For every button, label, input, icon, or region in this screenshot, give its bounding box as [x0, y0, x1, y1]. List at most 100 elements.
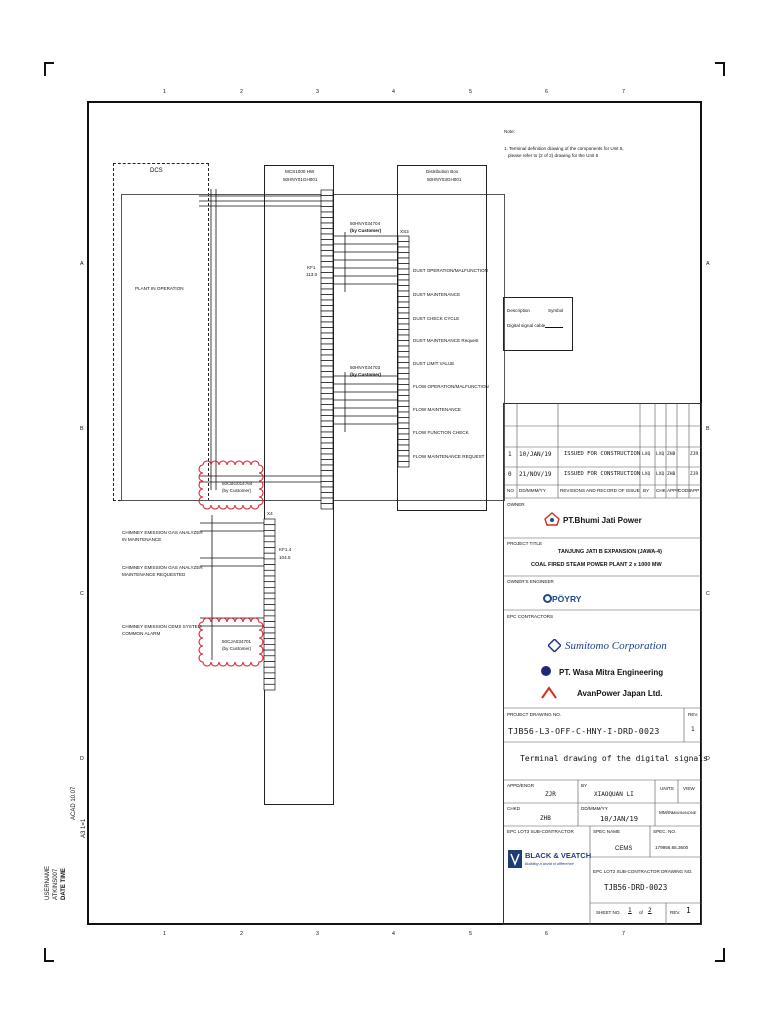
- rev-date: 21/NOV/19: [519, 471, 552, 478]
- mcs-kf1-label1: KF1: [307, 265, 316, 270]
- legend-description: Description: [507, 308, 530, 313]
- revision-cloud: [198, 617, 264, 667]
- grid-col-3: 3: [316, 89, 319, 95]
- mcs-title2: 50HNY01GH001: [283, 177, 318, 182]
- poyry-logo-icon: [543, 594, 552, 603]
- rev-col-no: NO: [507, 488, 514, 493]
- rev-chk: LXQ: [656, 452, 665, 457]
- cable-note-3: (by Customer): [222, 488, 252, 493]
- grid-col-3: 3: [316, 931, 319, 937]
- cable-note-1: (by Customer): [350, 228, 382, 233]
- note-line2: please refer to (2 of 2) drawing for the…: [508, 153, 599, 158]
- grid-col-1: 1: [163, 89, 166, 95]
- grid-row-b: B: [80, 426, 84, 432]
- drawing-title: Terminal drawing of the digital signals: [520, 754, 708, 763]
- legend-cable-symbol: [545, 327, 563, 328]
- sheet-total: 2: [648, 907, 652, 914]
- epc-wasa: PT. Wasa Mitra Engineering: [559, 668, 664, 677]
- x4-terminal: [263, 683, 276, 691]
- xs3-terminal: [397, 461, 410, 468]
- x4-kf-label2: 104.5: [279, 555, 291, 560]
- rev-by: LXQ: [642, 472, 651, 477]
- rev-appr: ZHB: [667, 452, 676, 457]
- cable-note-2: (by Customer): [350, 372, 382, 377]
- xs3-label: XS3: [400, 229, 409, 234]
- rev-value: 1: [691, 726, 695, 733]
- grid-col-2: 2: [240, 89, 243, 95]
- owner-logo-icon: [544, 512, 560, 526]
- crop-mark-top-left: [44, 62, 54, 76]
- grid-row-a: A: [80, 261, 84, 267]
- x4-signal2-line2: MAINTENANCE REQUESTED: [122, 572, 186, 577]
- grid-col-1: 1: [163, 931, 166, 937]
- epc-sumitomo: Sumitomo Corporation: [565, 640, 667, 652]
- mcs-kf1-label2: 113.0: [306, 272, 318, 277]
- sheet-of-label: of: [639, 910, 643, 915]
- signal-label: DUST OPERATION/MALFUNCTION: [413, 268, 488, 273]
- owners-engineer-label: OWNER'S ENGINEER: [507, 579, 554, 584]
- scale-value: MM/IN/NONE: [672, 810, 697, 815]
- crop-mark-bottom-right: [715, 948, 725, 962]
- rev-col-by: BY: [643, 488, 650, 493]
- wasa-logo-icon: [541, 666, 551, 676]
- grid-col-4: 4: [392, 931, 395, 937]
- distribution-box-title1: Distribution Box: [426, 169, 459, 174]
- epc-avanpower: AvanPower Japan Ltd.: [577, 689, 663, 698]
- grid-col-7: 7: [622, 89, 625, 95]
- avanpower-logo-icon: [541, 686, 557, 700]
- dcs-title: DCS: [150, 168, 163, 174]
- project-drawing-number: TJB56-L3-OFF-C-HNY-I-DRD-0023: [508, 726, 660, 736]
- rev-col-date: DD/MMM/YY: [519, 488, 546, 493]
- signal-label: DUST MAINTENANCE: [413, 292, 461, 297]
- rev-no: 0: [508, 471, 512, 478]
- bv-tagline: Building a world of difference: [525, 862, 574, 866]
- rev-appr: ZHB: [667, 472, 676, 477]
- rev-label: REV.: [688, 712, 699, 717]
- note-line1: 1. Terminal definition drawing of the co…: [504, 146, 624, 151]
- rev-no: 1: [508, 451, 512, 458]
- rev-desc: ISSUED FOR CONSTRUCTION: [564, 471, 641, 477]
- rev-chk: LXQ: [656, 472, 665, 477]
- rev-desc: ISSUED FOR CONSTRUCTION: [564, 451, 641, 457]
- grid-col-6: 6: [545, 931, 548, 937]
- sub-drawing-number: TJB56-DRD-0023: [604, 883, 668, 892]
- x4-signal1-line2: IN MAINTENANCE: [122, 537, 162, 542]
- crop-mark-bottom-left: [44, 948, 54, 962]
- rev-col-appr: APPR: [667, 488, 680, 493]
- mcs-cabinet-box: [264, 165, 334, 805]
- cable-tag-1: 50HNY034704: [350, 221, 381, 226]
- signal-label: DUST MAINTENANCE Request: [413, 338, 479, 343]
- signal-label: FLOW FUNCTION CHECK: [413, 430, 469, 435]
- grid-row-a: A: [706, 261, 710, 267]
- cable-tag-2: 50HNY034703: [350, 365, 381, 370]
- sheet-value: 1: [628, 907, 632, 914]
- sub-drawing-label: EPC LOT3 SUB-CONTRACTOR DRAWING NO.: [593, 869, 693, 874]
- x4-kf-label1: KF1.4: [279, 547, 292, 552]
- owners-engineer-name: PÖYRY: [552, 594, 582, 604]
- signal-label: FLOW OPERATION/MALFUNCTION: [413, 384, 489, 389]
- project-drawing-label: PROJECT DRAWING NO.: [507, 712, 562, 717]
- view-label: VIEW: [683, 786, 695, 791]
- rev-col-app: APP: [690, 488, 700, 493]
- bv-name: BLACK & VEATCH: [525, 851, 592, 860]
- note-title: Note:: [504, 129, 515, 134]
- rev-app: ZJR: [690, 472, 699, 477]
- x4-signal2-line1: CHIMNEY EMISSION GAS ANALYZER: [122, 565, 203, 570]
- by-label: BY: [581, 783, 588, 788]
- title-block: [503, 403, 702, 925]
- cable-tag-4: 50CJA034701: [222, 639, 252, 644]
- rev-col-desc: REVISIONS AND RECORD OF ISSUE: [560, 488, 640, 493]
- mcs-title1: MCS1000 HW: [285, 169, 315, 174]
- rev2-value: 1: [686, 906, 691, 915]
- rev-col-code: CODE: [678, 488, 692, 493]
- spec-no-value: 179956.65.3600: [655, 845, 689, 850]
- distribution-box: [397, 165, 487, 511]
- grid-row-d: D: [706, 756, 710, 762]
- grid-col-7: 7: [622, 931, 625, 937]
- spec-name-label: SPEC NAME: [593, 829, 621, 834]
- x4-title: X4: [267, 511, 273, 516]
- appd-value: ZJR: [545, 791, 556, 798]
- sumitomo-logo-icon: [547, 638, 562, 653]
